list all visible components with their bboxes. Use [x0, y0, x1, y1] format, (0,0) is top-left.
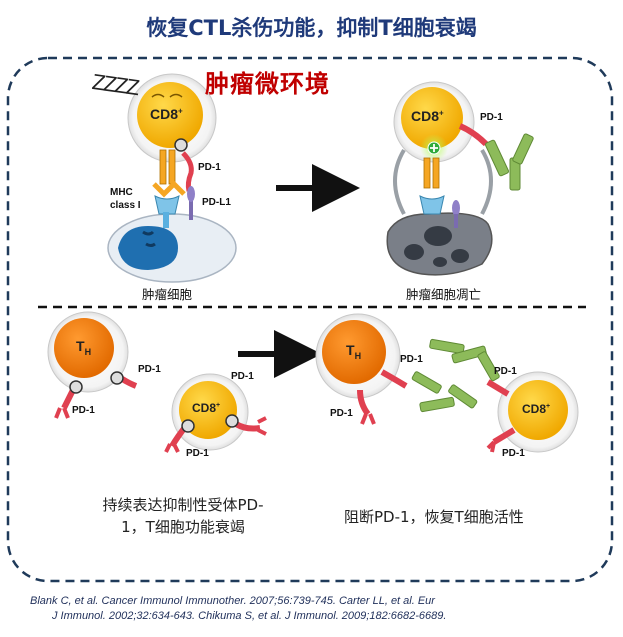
apoptosis-caption: 肿瘤细胞凋亡 — [406, 287, 482, 302]
pd1-label-tr: PD-1 — [480, 112, 503, 123]
pd1-label-br-4: PD-1 — [502, 448, 525, 459]
th-cell-br — [322, 320, 386, 384]
th-label-bl: TH — [76, 338, 92, 357]
cd8-label-tl: CD8+ — [150, 106, 183, 122]
pd1-label-bl-4: PD-1 — [186, 448, 209, 459]
tumor-microenvironment-label: 肿瘤微环境 — [205, 70, 330, 98]
tumor-cell-caption: 肿瘤细胞 — [142, 287, 193, 302]
th-label-br: TH — [346, 342, 362, 361]
pd1-receptor-tl — [181, 151, 194, 192]
th-cell-bl — [54, 318, 114, 378]
page-title: 恢复CTL杀伤功能，抑制T细胞衰竭 — [146, 16, 477, 40]
cd8-cell-br — [508, 380, 568, 440]
restoration-caption: 阻断PD-1，恢复T细胞活性 — [344, 508, 524, 526]
pd1-label-br-2: PD-1 — [330, 408, 353, 419]
mhc-label: MHC class I — [110, 187, 141, 211]
pd1-label-br-3: PD-1 — [494, 366, 517, 377]
pd1-label-bl-1: PD-1 — [138, 364, 161, 375]
exhaustion-caption: 持续表达抑制性受体PD- 1，T细胞功能衰竭 — [102, 496, 264, 536]
pd1-label-bl-3: PD-1 — [231, 371, 254, 382]
pd1-label-bl-2: PD-1 — [72, 405, 95, 416]
microenvironment-frame — [6, 56, 614, 583]
tumor-nucleus-left — [118, 226, 178, 270]
cd8-cell-tl — [137, 82, 203, 148]
antibody-tr — [485, 133, 534, 191]
cd8-label-tr: CD8+ — [411, 108, 444, 124]
pd1-label-tl: PD-1 — [198, 162, 221, 173]
antibodies-br — [411, 338, 500, 413]
cd8-cell-tr — [401, 87, 463, 149]
citation: Blank C, et al. Cancer Immunol Immunothe… — [30, 595, 447, 622]
cd8-label-br: CD8+ — [522, 402, 551, 416]
pd1-label-br-1: PD-1 — [400, 354, 423, 365]
cd8-label-bl: CD8+ — [192, 401, 221, 415]
pd1-receptor-tr — [458, 123, 489, 147]
pdl1-label-tl: PD-L1 — [202, 197, 231, 208]
